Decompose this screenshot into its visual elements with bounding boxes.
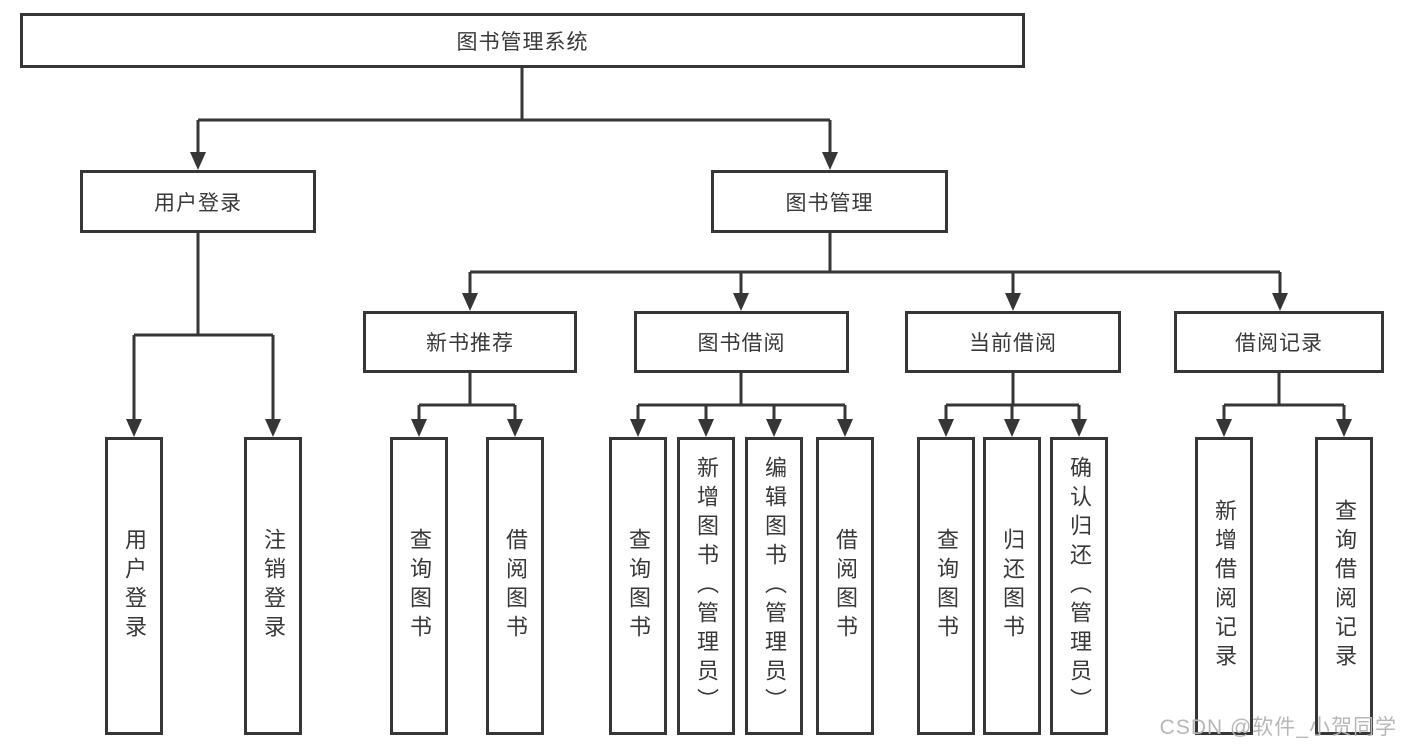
leaf-label: 借阅图书 (833, 528, 858, 644)
node-label: 当前借阅 (969, 332, 1057, 355)
node-label: 图书管理系统 (456, 30, 589, 54)
leaf-label: 新增图书（管理员） (694, 455, 719, 717)
node-label: 用户登录 (154, 191, 242, 215)
leaf-add-borrow-record: 新增借阅记录 (1195, 437, 1253, 735)
leaf-label: 查询图书 (407, 528, 432, 644)
leaf-borrow-books-recommend: 借阅图书 (486, 437, 544, 735)
leaf-label: 用户登录 (122, 528, 147, 644)
leaf-query-books-recommend: 查询图书 (390, 437, 448, 735)
connector-lines (132, 68, 1346, 421)
leaf-logout: 注销登录 (244, 437, 302, 735)
leaf-query-books-borrow: 查询图书 (609, 437, 667, 735)
leaf-label: 注销登录 (261, 528, 286, 644)
leaf-user-login: 用户登录 (105, 437, 163, 735)
leaf-query-books-current: 查询图书 (917, 437, 975, 735)
leaf-label: 归还图书 (1000, 528, 1025, 644)
node-user-login: 用户登录 (80, 170, 316, 233)
node-borrowing-records: 借阅记录 (1174, 311, 1384, 373)
node-book-management: 图书管理 (711, 170, 948, 233)
node-current-borrowing: 当前借阅 (905, 311, 1121, 373)
leaf-label: 编辑图书（管理员） (762, 455, 787, 717)
node-book-borrowing: 图书借阅 (634, 311, 849, 373)
leaf-confirm-return-admin: 确认归还（管理员） (1050, 437, 1108, 735)
leaf-add-book-admin: 新增图书（管理员） (677, 437, 735, 735)
node-label: 图书管理 (785, 191, 874, 215)
node-library-management-system: 图书管理系统 (20, 13, 1025, 68)
leaf-label: 新增借阅记录 (1212, 499, 1237, 673)
node-label: 借阅记录 (1235, 332, 1323, 355)
node-label: 新书推荐 (426, 332, 514, 355)
node-label: 图书借阅 (697, 332, 786, 355)
leaf-return-book: 归还图书 (983, 437, 1041, 735)
watermark-csdn: CSDN @软件_小贺同学 (1159, 716, 1397, 739)
leaf-query-borrow-record: 查询借阅记录 (1315, 437, 1373, 735)
leaf-label: 查询图书 (626, 528, 651, 644)
leaf-label: 确认归还（管理员） (1067, 455, 1092, 717)
leaf-label: 查询图书 (934, 528, 959, 644)
node-new-book-recommendation: 新书推荐 (363, 311, 577, 373)
arrowhead-icons (126, 152, 1352, 437)
leaf-label: 借阅图书 (503, 528, 528, 644)
leaf-edit-book-admin: 编辑图书（管理员） (745, 437, 803, 735)
leaf-label: 查询借阅记录 (1332, 499, 1357, 673)
leaf-borrow-books-borrow: 借阅图书 (816, 437, 874, 735)
